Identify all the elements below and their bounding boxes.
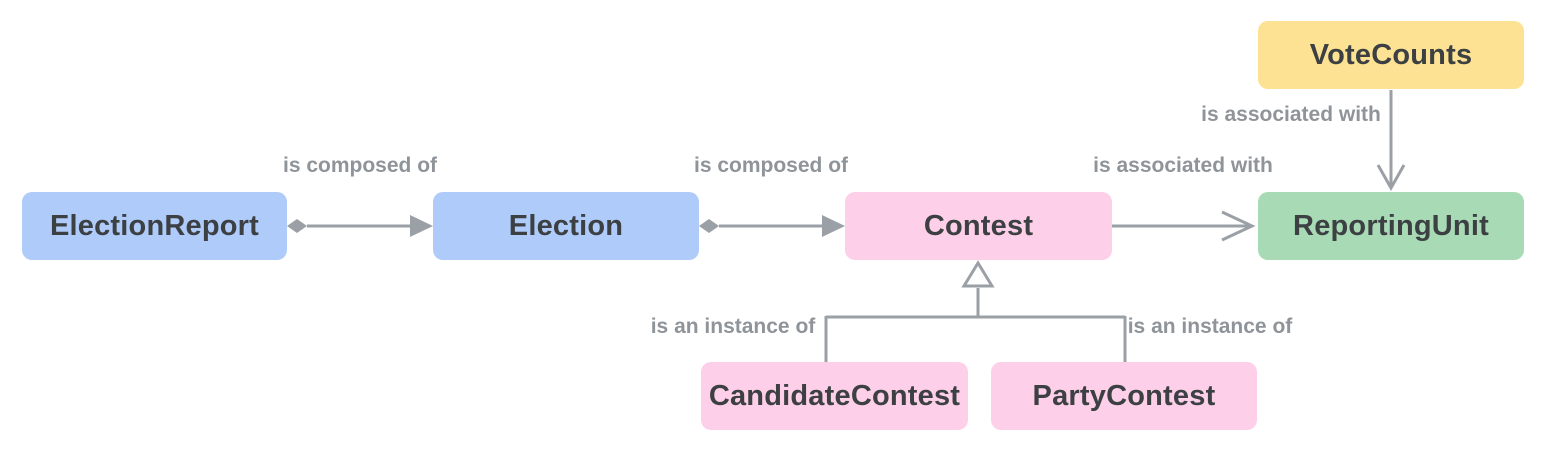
node-election-report: ElectionReport xyxy=(22,192,287,260)
node-vote-counts: VoteCounts xyxy=(1258,21,1524,89)
node-election: Election xyxy=(433,192,699,260)
edge-election-contest xyxy=(699,215,845,237)
edge-election-report-election xyxy=(287,215,433,237)
filled-arrowhead-icon xyxy=(822,215,845,237)
node-candidate-contest: CandidateContest xyxy=(701,362,968,430)
node-reporting-unit: ReportingUnit xyxy=(1258,192,1524,260)
open-arrowhead-icon xyxy=(1376,164,1406,192)
edge-contest-reporting-unit xyxy=(1112,210,1256,242)
node-party-contest: PartyContest xyxy=(991,362,1257,430)
edge-label-is-an-instance-of-2: is an instance of xyxy=(1127,315,1293,338)
edge-label-is-associated-with-1: is associated with xyxy=(1093,154,1273,177)
node-contest: Contest xyxy=(845,192,1112,260)
edge-label-is-composed-of-2: is composed of xyxy=(693,154,849,177)
edge-label-is-an-instance-of-1: is an instance of xyxy=(650,315,816,338)
edge-inheritance-contest xyxy=(824,260,1127,362)
diamond-icon xyxy=(699,219,719,233)
hollow-triangle-icon xyxy=(961,260,995,288)
open-arrowhead-icon xyxy=(1221,210,1256,242)
edge-label-is-associated-with-2: is associated with xyxy=(1201,103,1381,126)
filled-arrowhead-icon xyxy=(410,215,433,237)
edge-vote-counts-reporting-unit xyxy=(1376,90,1406,192)
edge-label-is-composed-of-1: is composed of xyxy=(282,154,438,177)
diamond-icon xyxy=(287,219,307,233)
